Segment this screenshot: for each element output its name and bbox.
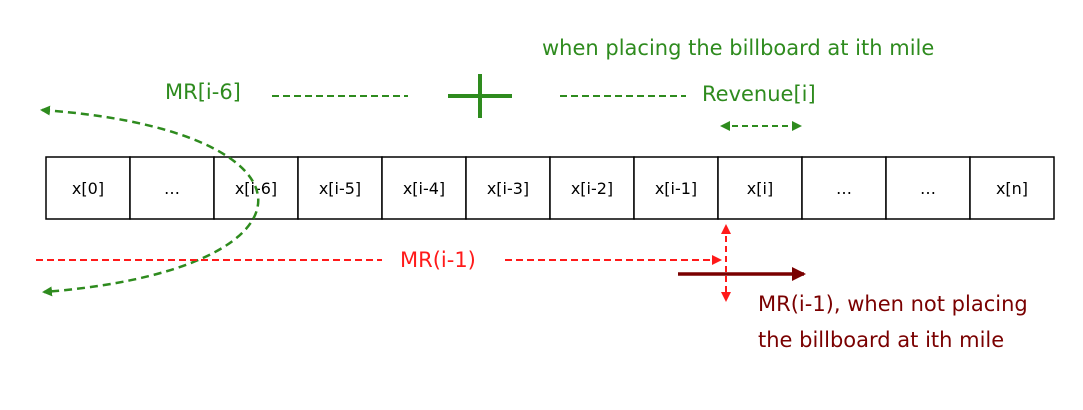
array-cells: x[0]…x[i-6]x[i-5]x[i-4]x[i-3]x[i-2]x[i-1…: [45, 156, 1055, 220]
array-cell-box: [885, 156, 971, 220]
array-cell-label: x[0]: [72, 179, 104, 198]
array-cell-box: [801, 156, 887, 220]
array-cell-label: x[i-5]: [319, 179, 361, 198]
array-cell-box: [549, 156, 635, 220]
array-cell: x[n]: [969, 156, 1055, 220]
placing-caption: when placing the billboard at ith mile: [542, 36, 934, 60]
mr-i1-label: MR(i-1): [400, 248, 476, 272]
array-cell-label: …: [836, 179, 852, 198]
array-cell-label: x[i-4]: [403, 179, 445, 198]
plus-icon: [448, 74, 512, 118]
not-placing-caption-line1: MR(i-1), when not placing: [758, 292, 1028, 316]
array-cell: …: [801, 156, 887, 220]
array-cell-box: [465, 156, 551, 220]
array-cell-label: x[i-3]: [487, 179, 529, 198]
array-cell-box: [717, 156, 803, 220]
array-cell-label: x[n]: [996, 179, 1028, 198]
array-cell-box: [129, 156, 215, 220]
array-cell-box: [633, 156, 719, 220]
array-cell-label: …: [920, 179, 936, 198]
array-cell-box: [381, 156, 467, 220]
array-cell: x[i]: [717, 156, 803, 220]
array-cell: x[0]: [45, 156, 131, 220]
array-cell: x[i-5]: [297, 156, 383, 220]
array-cell-label: x[i-2]: [571, 179, 613, 198]
array-cell-label: x[i]: [747, 179, 773, 198]
array-cell-box: [45, 156, 131, 220]
not-placing-caption-line2: the billboard at ith mile: [758, 328, 1004, 352]
array-cell: …: [885, 156, 971, 220]
array-cell-label: …: [164, 179, 180, 198]
mr-i6-label: MR[i-6]: [165, 80, 241, 104]
array-cell: x[i-1]: [633, 156, 719, 220]
mr-i6-curve-arrow: [40, 105, 260, 297]
array-cell: x[i-3]: [465, 156, 551, 220]
array-cell: x[i-2]: [549, 156, 635, 220]
revenue-label: Revenue[i]: [702, 82, 816, 106]
array-cell-label: x[i-1]: [655, 179, 697, 198]
array-cell: …: [129, 156, 215, 220]
array-cell-box: [969, 156, 1055, 220]
array-cell: x[i-4]: [381, 156, 467, 220]
